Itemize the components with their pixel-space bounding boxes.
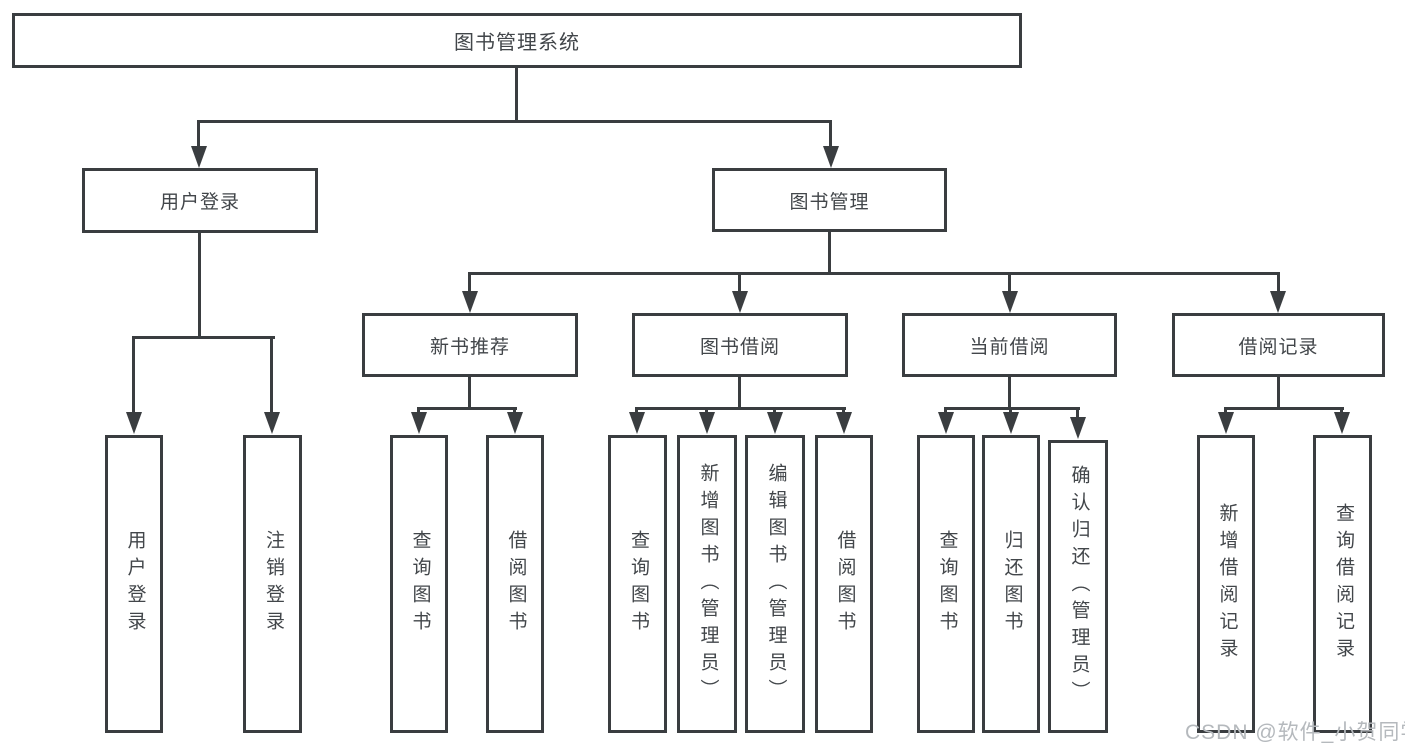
node-edit-books-admin: 编辑图书（管理员） — [745, 435, 805, 733]
node-label: 图书管理系统 — [454, 32, 580, 54]
node-library-system: 图书管理系统 — [12, 13, 1022, 68]
csdn-watermark: CSDN @软件_小贺同学 — [1185, 721, 1405, 744]
connector-line — [1008, 375, 1011, 409]
connector-line — [1224, 407, 1227, 415]
arrowhead-down-icon — [1218, 412, 1234, 434]
connector-line — [944, 407, 1080, 410]
connector-line — [417, 407, 517, 410]
arrowhead-down-icon — [767, 412, 783, 434]
connector-line — [1008, 272, 1011, 294]
connector-line — [198, 120, 832, 123]
node-label: 新增图书（管理员） — [697, 462, 719, 706]
node-label: 图书管理 — [789, 191, 870, 213]
connector-line — [513, 407, 516, 415]
node-query-borrow-record: 查询借阅记录 — [1313, 435, 1372, 733]
node-label: 当前借阅 — [969, 336, 1050, 358]
node-user-login: 用户登录 — [82, 168, 318, 233]
node-label: 注销登录 — [262, 530, 284, 638]
node-user-login-leaf: 用户登录 — [105, 435, 163, 733]
connector-line — [132, 336, 275, 339]
connector-line — [132, 336, 135, 414]
connector-line — [1224, 407, 1344, 410]
connector-line — [738, 375, 741, 409]
node-label: 查询借阅记录 — [1332, 503, 1354, 665]
connector-line — [1277, 272, 1280, 294]
node-book-management: 图书管理 — [712, 168, 947, 232]
arrowhead-down-icon — [629, 412, 645, 434]
arrowhead-down-icon — [191, 146, 207, 168]
node-book-borrowing: 图书借阅 — [632, 313, 848, 377]
node-new-book-recommend: 新书推荐 — [362, 313, 578, 377]
connector-line — [468, 375, 471, 409]
connector-line — [270, 336, 273, 414]
connector-line — [773, 407, 776, 415]
node-add-books-admin: 新增图书（管理员） — [677, 435, 737, 733]
connector-line — [842, 407, 845, 415]
connector-line — [417, 407, 420, 415]
node-query-books: 查询图书 — [917, 435, 975, 733]
node-label: 查询图书 — [409, 530, 431, 638]
arrowhead-down-icon — [699, 412, 715, 434]
node-query-books: 查询图书 — [390, 435, 448, 733]
node-label: 用户登录 — [124, 530, 146, 638]
node-logout: 注销登录 — [243, 435, 302, 733]
node-return-books: 归还图书 — [982, 435, 1040, 733]
connector-line — [705, 407, 708, 415]
arrowhead-down-icon — [462, 291, 478, 313]
connector-line — [635, 407, 846, 410]
connector-line — [635, 407, 638, 415]
node-label: 归还图书 — [1001, 530, 1023, 638]
connector-line — [829, 120, 832, 150]
arrowhead-down-icon — [732, 291, 748, 313]
arrowhead-down-icon — [507, 412, 523, 434]
node-label: 新增借阅记录 — [1216, 503, 1238, 665]
node-label: 借阅图书 — [505, 530, 527, 638]
node-query-books: 查询图书 — [608, 435, 667, 733]
arrowhead-down-icon — [823, 146, 839, 168]
arrowhead-down-icon — [1334, 412, 1350, 434]
connector-line — [828, 232, 831, 274]
connector-line — [1076, 407, 1079, 419]
connector-line — [197, 120, 200, 150]
node-label: 借阅记录 — [1238, 336, 1319, 358]
node-label: 查询图书 — [627, 530, 649, 638]
node-label: 借阅图书 — [834, 530, 856, 638]
arrowhead-down-icon — [126, 412, 142, 434]
node-label: 查询图书 — [936, 530, 958, 638]
connector-line — [1009, 407, 1012, 415]
arrowhead-down-icon — [1270, 291, 1286, 313]
connector-line — [1340, 407, 1343, 415]
node-borrowing-records: 借阅记录 — [1172, 313, 1385, 377]
arrowhead-down-icon — [411, 412, 427, 434]
node-label: 新书推荐 — [429, 336, 510, 358]
arrowhead-down-icon — [938, 412, 954, 434]
arrowhead-down-icon — [1070, 417, 1086, 439]
connector-line — [468, 272, 471, 294]
arrowhead-down-icon — [264, 412, 280, 434]
node-current-borrowing: 当前借阅 — [902, 313, 1117, 377]
node-borrow-books: 借阅图书 — [815, 435, 873, 733]
node-label: 用户登录 — [159, 192, 240, 213]
connector-line — [468, 272, 1280, 275]
connector-line — [1277, 375, 1280, 409]
arrowhead-down-icon — [1003, 412, 1019, 434]
connector-line — [738, 272, 741, 294]
node-label: 图书借阅 — [699, 336, 780, 358]
arrowhead-down-icon — [836, 412, 852, 434]
node-label: 编辑图书（管理员） — [765, 462, 787, 706]
connector-line — [515, 67, 518, 122]
connector-line — [198, 233, 201, 338]
connector-line — [944, 407, 947, 415]
node-label: 确认归还（管理员） — [1068, 465, 1090, 708]
node-add-borrow-record: 新增借阅记录 — [1197, 435, 1255, 733]
node-confirm-return-admin: 确认归还（管理员） — [1048, 440, 1108, 733]
node-borrow-books: 借阅图书 — [486, 435, 544, 733]
arrowhead-down-icon — [1002, 291, 1018, 313]
